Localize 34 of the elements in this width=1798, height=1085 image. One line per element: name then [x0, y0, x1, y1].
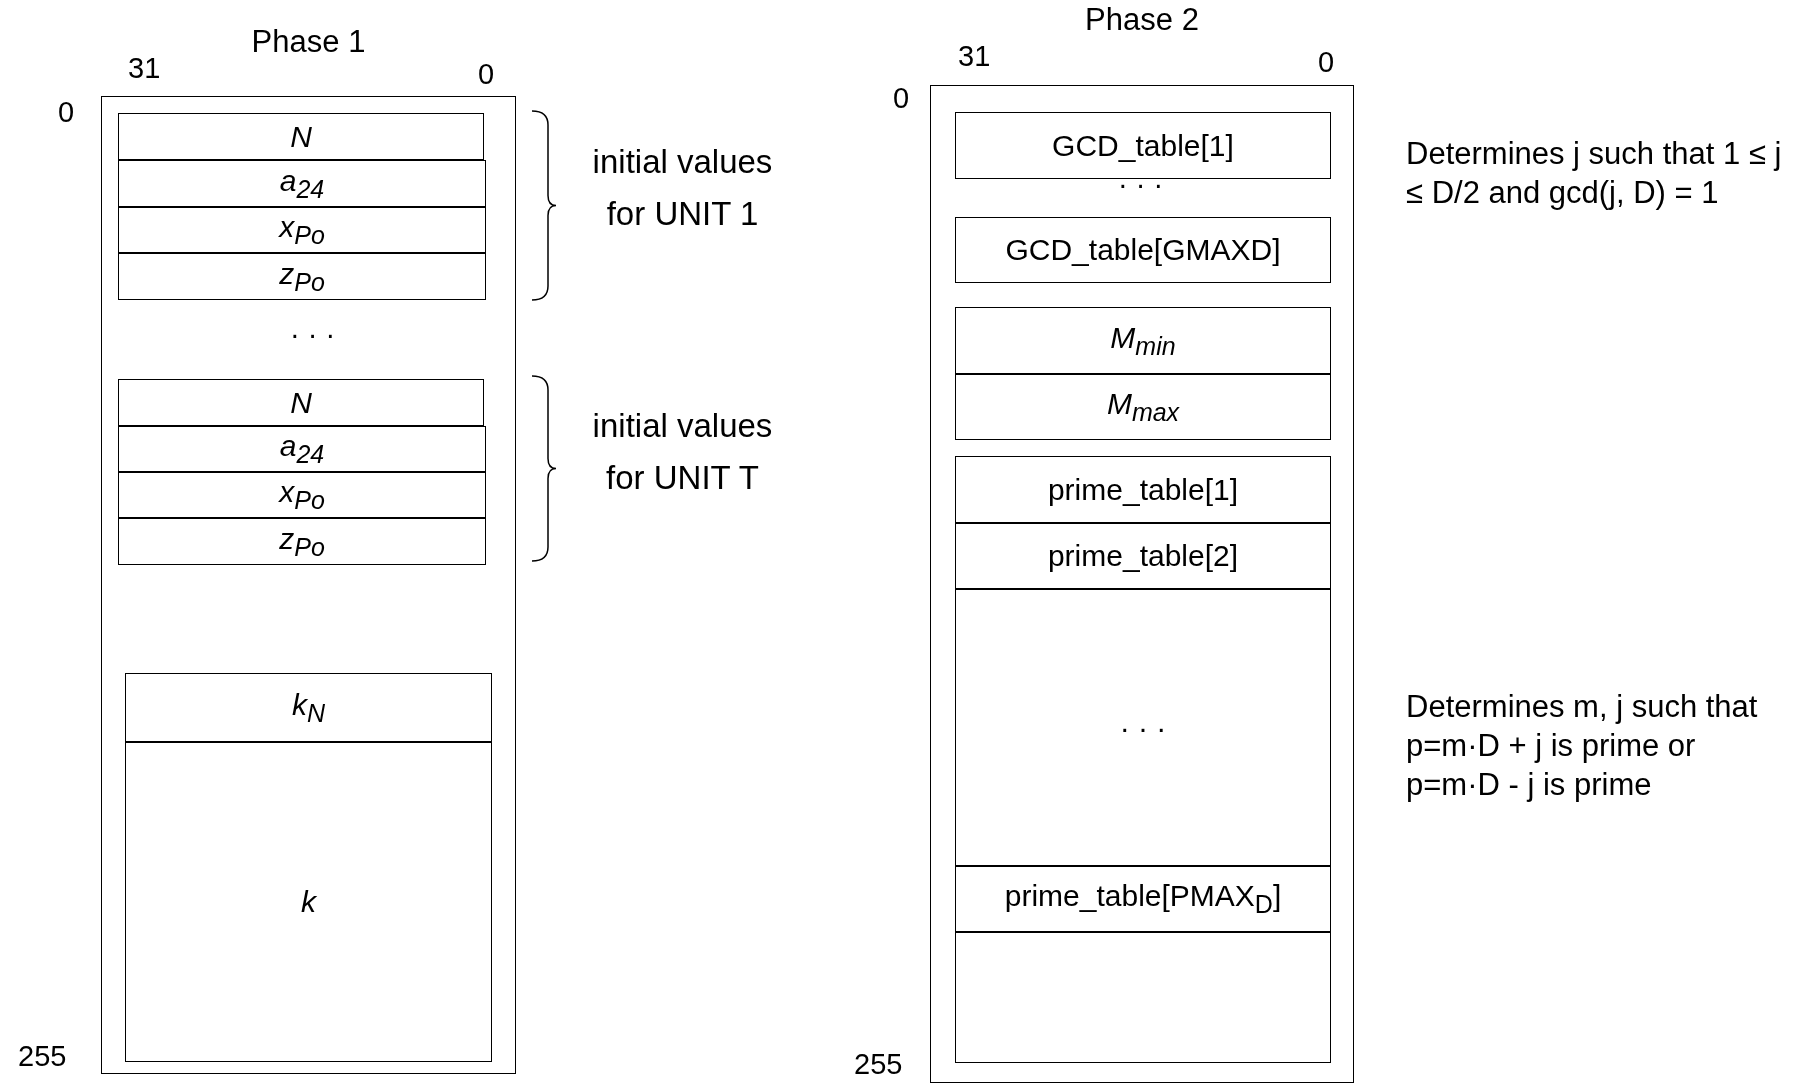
annotation: Determines j such that 1 ≤ j ≤ D/2 and gcd(j, D) = 1	[1406, 135, 1783, 212]
ellipsis: · · ·	[290, 318, 336, 351]
bit-number: 31	[958, 40, 991, 73]
memory-field: z$_{Po}$	[118, 518, 486, 565]
address-number: 255	[854, 1048, 903, 1081]
address-number: 0	[893, 82, 910, 115]
annotation: Determines m, j such that p=m·D + j is prime or p=m·D - j is prime	[1406, 688, 1759, 804]
memory-field: prime_table[2]	[955, 523, 1331, 589]
memory-field: N	[118, 113, 484, 160]
memory-field: GCD_table[GMAXD]	[955, 217, 1331, 283]
memory-field: a$_{24}$	[118, 160, 486, 207]
memory-field: x$_{Po}$	[118, 472, 486, 518]
memory-field: GCD_table[1]	[955, 112, 1331, 179]
annotation: initial values for UNIT 1	[591, 142, 774, 234]
memory-field: k	[125, 742, 492, 1062]
bit-number: 0	[478, 58, 495, 91]
annotation: initial values for UNIT T	[591, 406, 774, 498]
bit-number: 31	[128, 52, 161, 85]
memory-field: M$_{min}$	[955, 307, 1331, 374]
ellipsis-cell: · · ·	[955, 589, 1331, 866]
memory-field: prime_table[1]	[955, 456, 1331, 523]
memory-field: k$_{N}$	[125, 673, 492, 742]
address-number: 0	[58, 96, 75, 129]
phase-title: Phase 1	[251, 24, 366, 60]
memory-field: x$_{Po}$	[118, 207, 486, 253]
empty-cell	[955, 932, 1331, 1063]
phase-title: Phase 2	[1085, 2, 1199, 38]
address-number: 255	[18, 1040, 67, 1073]
memory-field: N	[118, 379, 484, 426]
memory-field: a$_{24}$	[118, 426, 486, 472]
memory-field: z$_{Po}$	[118, 253, 486, 300]
bit-number: 0	[1318, 46, 1335, 79]
memory-field: M$_{max}$	[955, 374, 1331, 440]
memory-field: prime_table[PMAX$_{D}$]	[955, 866, 1331, 932]
